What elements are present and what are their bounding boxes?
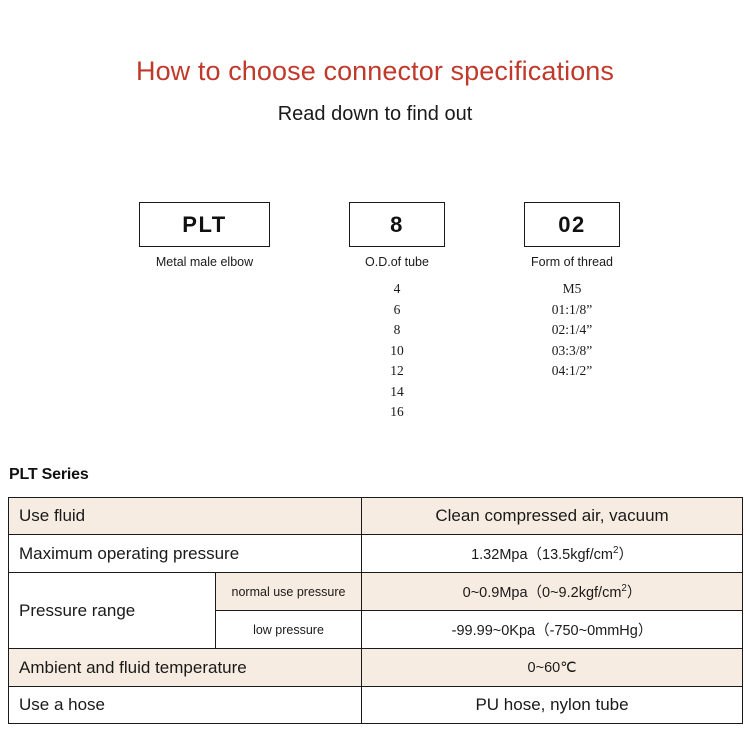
spec-label-max-pressure: Maximum operating pressure <box>7 534 363 573</box>
page-subtitle: Read down to find out <box>277 103 473 125</box>
table-row: Maximum operating pressure 1.32Mpa（13.5k… <box>7 534 744 573</box>
code-option: 01:1/8” <box>551 301 593 317</box>
code-box-thread[interactable]: 02 <box>524 202 620 247</box>
spec-value-low-pressure: -99.99~0Kpa（-750~0mmHg） <box>361 610 744 649</box>
code-option: 8 <box>393 322 401 337</box>
code-option: 12 <box>390 363 404 378</box>
code-option: 03:3/8” <box>551 342 593 358</box>
page-title: How to choose connector specifications <box>135 56 615 86</box>
code-breakdown: PLT Metal male elbow 8 O.D.of tube 4 6 8… <box>0 202 750 452</box>
code-box-series-value: PLT <box>182 211 227 237</box>
series-label: PLT Series <box>9 466 89 483</box>
spec-value-max-pressure: 1.32Mpa（13.5kgf/cm2） <box>361 534 744 573</box>
code-option: 04:1/2” <box>551 363 593 378</box>
code-option: M5 <box>562 281 582 296</box>
code-options-tube-od: 4 6 8 10 12 14 16 <box>349 279 445 423</box>
spec-label-use-fluid: Use fluid <box>7 497 363 535</box>
code-caption-thread: Form of thread <box>531 255 613 269</box>
code-caption-tube-od: O.D.of tube <box>365 255 429 269</box>
code-option: 6 <box>393 301 401 317</box>
table-row: Use fluid Clean compressed air, vacuum <box>7 497 744 535</box>
code-box-series[interactable]: PLT <box>139 202 270 247</box>
table-row: low pressure -99.99~0Kpa（-750~0mmHg） <box>9 610 744 649</box>
spec-sublabel-low-pressure: low pressure <box>214 610 363 649</box>
table-row: Ambient and fluid temperature 0~60℃ <box>7 648 744 687</box>
spec-label-pressure-range: Pressure range <box>8 572 216 649</box>
spec-label-hose: Use a hose <box>7 686 363 724</box>
code-caption-series: Metal male elbow <box>155 255 254 269</box>
code-option: 16 <box>390 404 404 419</box>
code-option: 02:1/4” <box>551 322 593 337</box>
code-option: 4 <box>393 281 401 296</box>
spec-sublabel-normal-use-pressure: normal use pressure <box>214 572 363 611</box>
spec-value-hose: PU hose, nylon tube <box>361 686 744 724</box>
spec-value-temperature: 0~60℃ <box>361 648 744 687</box>
code-option: 14 <box>390 383 404 399</box>
code-box-tube-od[interactable]: 8 <box>349 202 445 247</box>
table-row: Use a hose PU hose, nylon tube <box>7 686 744 724</box>
table-row: Pressure range normal use pressure 0~0.9… <box>8 572 744 649</box>
code-box-tube-od-value: 8 <box>390 211 404 237</box>
spec-table: Use fluid Clean compressed air, vacuum M… <box>7 497 744 724</box>
spec-value-normal-use-pressure: 0~0.9Mpa（0~9.2kgf/cm2） <box>361 572 744 611</box>
code-column-series: PLT Metal male elbow <box>139 202 270 269</box>
spec-label-temperature: Ambient and fluid temperature <box>7 648 363 687</box>
code-column-thread: 02 Form of thread M5 01:1/8” 02:1/4” 03:… <box>524 202 620 382</box>
code-column-tube-od: 8 O.D.of tube 4 6 8 10 12 14 16 <box>349 202 445 423</box>
code-option: 10 <box>390 342 404 358</box>
spec-value-use-fluid: Clean compressed air, vacuum <box>361 497 744 535</box>
code-box-thread-value: 02 <box>558 211 586 237</box>
code-options-thread: M5 01:1/8” 02:1/4” 03:3/8” 04:1/2” <box>524 279 620 382</box>
